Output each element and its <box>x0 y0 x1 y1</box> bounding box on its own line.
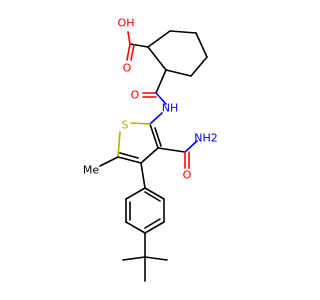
bond <box>140 147 159 164</box>
acid-carbonyl-oxygen-label: O <box>123 62 132 75</box>
bond <box>155 69 167 94</box>
bond <box>126 43 131 61</box>
bond <box>122 256 146 261</box>
carboxamide-nh2-label: NH2 <box>194 132 218 145</box>
bond <box>129 43 149 48</box>
amide-nh-label: NH <box>162 102 179 115</box>
carboxamide-oxygen-label: O <box>183 169 192 182</box>
bond <box>184 140 198 153</box>
bond <box>144 191 161 202</box>
bond <box>155 92 167 105</box>
bond <box>125 221 146 234</box>
bond <box>130 122 151 125</box>
bond <box>157 147 186 153</box>
amide-carbonyl-oxygen-label: O <box>131 89 140 102</box>
bond <box>99 156 119 167</box>
bond <box>127 31 131 45</box>
bond <box>144 187 165 200</box>
bond <box>147 46 167 71</box>
bond <box>149 123 159 149</box>
bond <box>144 256 168 261</box>
hydroxyl-label: OH <box>118 17 135 30</box>
bond <box>144 221 165 234</box>
bond <box>149 112 163 125</box>
thiophene-sulfur-label: S <box>122 119 129 132</box>
bond <box>147 30 171 48</box>
bond <box>140 162 146 189</box>
bond <box>190 56 208 77</box>
methyl-label: Me <box>83 164 99 177</box>
bond <box>130 44 135 61</box>
bond <box>117 131 121 158</box>
bond <box>117 156 142 164</box>
bond <box>165 69 192 77</box>
bond <box>144 218 161 229</box>
bond <box>169 30 197 34</box>
bond <box>154 127 162 147</box>
bond <box>195 32 208 58</box>
bond <box>125 187 146 200</box>
chemical-structure-diagram: OH O O NH S NH2 O Me <box>83 17 218 282</box>
bonds <box>99 30 208 282</box>
bond <box>119 152 139 159</box>
atom-labels: OH O O NH S NH2 O Me <box>83 17 218 182</box>
